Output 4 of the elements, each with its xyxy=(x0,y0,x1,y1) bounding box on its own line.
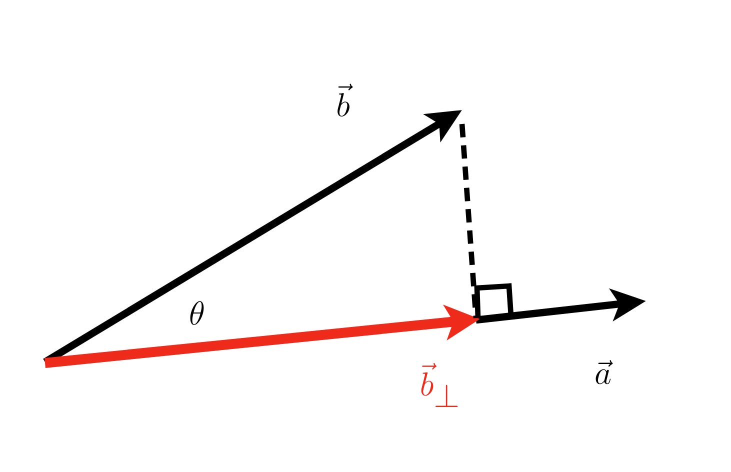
vector-label: $\vec{a}$ xyxy=(596,360,613,384)
vector-label: $\vec{b}_{\perp}$ xyxy=(421,363,458,407)
vector-label: $\vec{b}$ xyxy=(338,84,353,117)
angle-label: $\theta$ xyxy=(190,301,204,325)
